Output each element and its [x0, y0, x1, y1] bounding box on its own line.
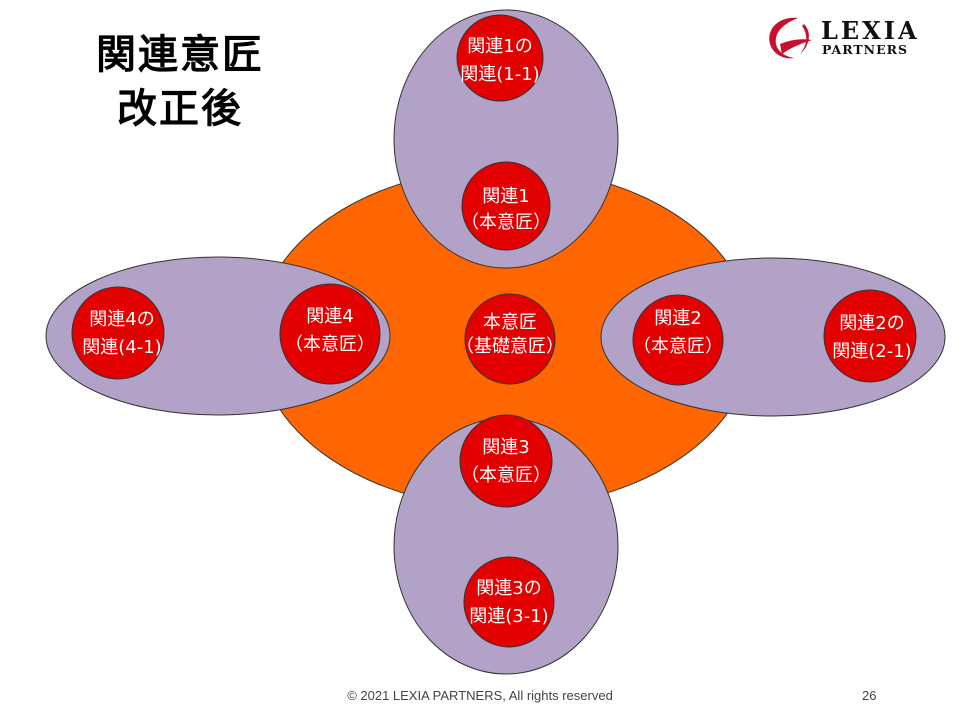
- node-r4-1: 関連4の 関連(4-1): [71, 286, 165, 380]
- node-r3-1-line1: 関連3の: [476, 578, 541, 599]
- node-r3-1: 関連3の 関連(3-1): [463, 556, 555, 648]
- page-number: 26: [862, 688, 877, 703]
- node-r3-line2: （本意匠）: [461, 465, 551, 486]
- node-r4-line1: 関連4: [306, 306, 353, 327]
- node-r4-line2: （本意匠）: [285, 334, 375, 355]
- node-r4-1-line2: 関連(4-1): [82, 337, 161, 358]
- node-r2-line2: （本意匠）: [633, 336, 723, 357]
- node-r2: 関連2 （本意匠）: [632, 294, 724, 386]
- node-r1-line2: （本意匠）: [461, 212, 551, 233]
- node-r4-1-line1: 関連4の: [89, 309, 154, 330]
- node-r3-1-line2: 関連(3-1): [469, 606, 548, 627]
- node-base: 本意匠 （基礎意匠）: [456, 293, 564, 385]
- logo-sub: PARTNERS: [822, 42, 909, 57]
- group-1-oval: [393, 9, 619, 269]
- node-r2-1-line2: 関連(2-1): [832, 341, 911, 362]
- node-r3-line1: 関連3: [482, 437, 529, 458]
- node-base-line1: 本意匠: [483, 312, 537, 333]
- page-title: 関連意匠 改正後: [80, 28, 280, 136]
- lexia-swoosh-icon: [769, 17, 812, 59]
- title-line-1: 関連意匠: [96, 32, 264, 78]
- node-r2-line1: 関連2: [654, 308, 701, 329]
- node-r1-1-line2: 関連(1-1): [460, 64, 539, 85]
- node-r1-1-line1: 関連1の: [467, 36, 532, 57]
- node-r4: 関連4 （本意匠）: [279, 283, 381, 385]
- node-r3: 関連3 （本意匠）: [459, 414, 553, 508]
- copyright-footer: © 2021 LEXIA PARTNERS, All rights reserv…: [347, 688, 613, 703]
- logo-name: LEXIA: [821, 16, 920, 45]
- lexia-logo: LEXIA PARTNERS: [764, 14, 934, 62]
- title-line-2: 改正後: [117, 86, 243, 132]
- node-r1-1: 関連1の 関連(1-1): [456, 14, 544, 102]
- node-r2-1: 関連2の 関連(2-1): [823, 289, 917, 383]
- node-r2-1-line1: 関連2の: [839, 313, 904, 334]
- node-base-line2: （基礎意匠）: [456, 336, 564, 357]
- node-r1: 関連1 （本意匠）: [461, 161, 551, 251]
- node-r1-line1: 関連1: [482, 186, 529, 207]
